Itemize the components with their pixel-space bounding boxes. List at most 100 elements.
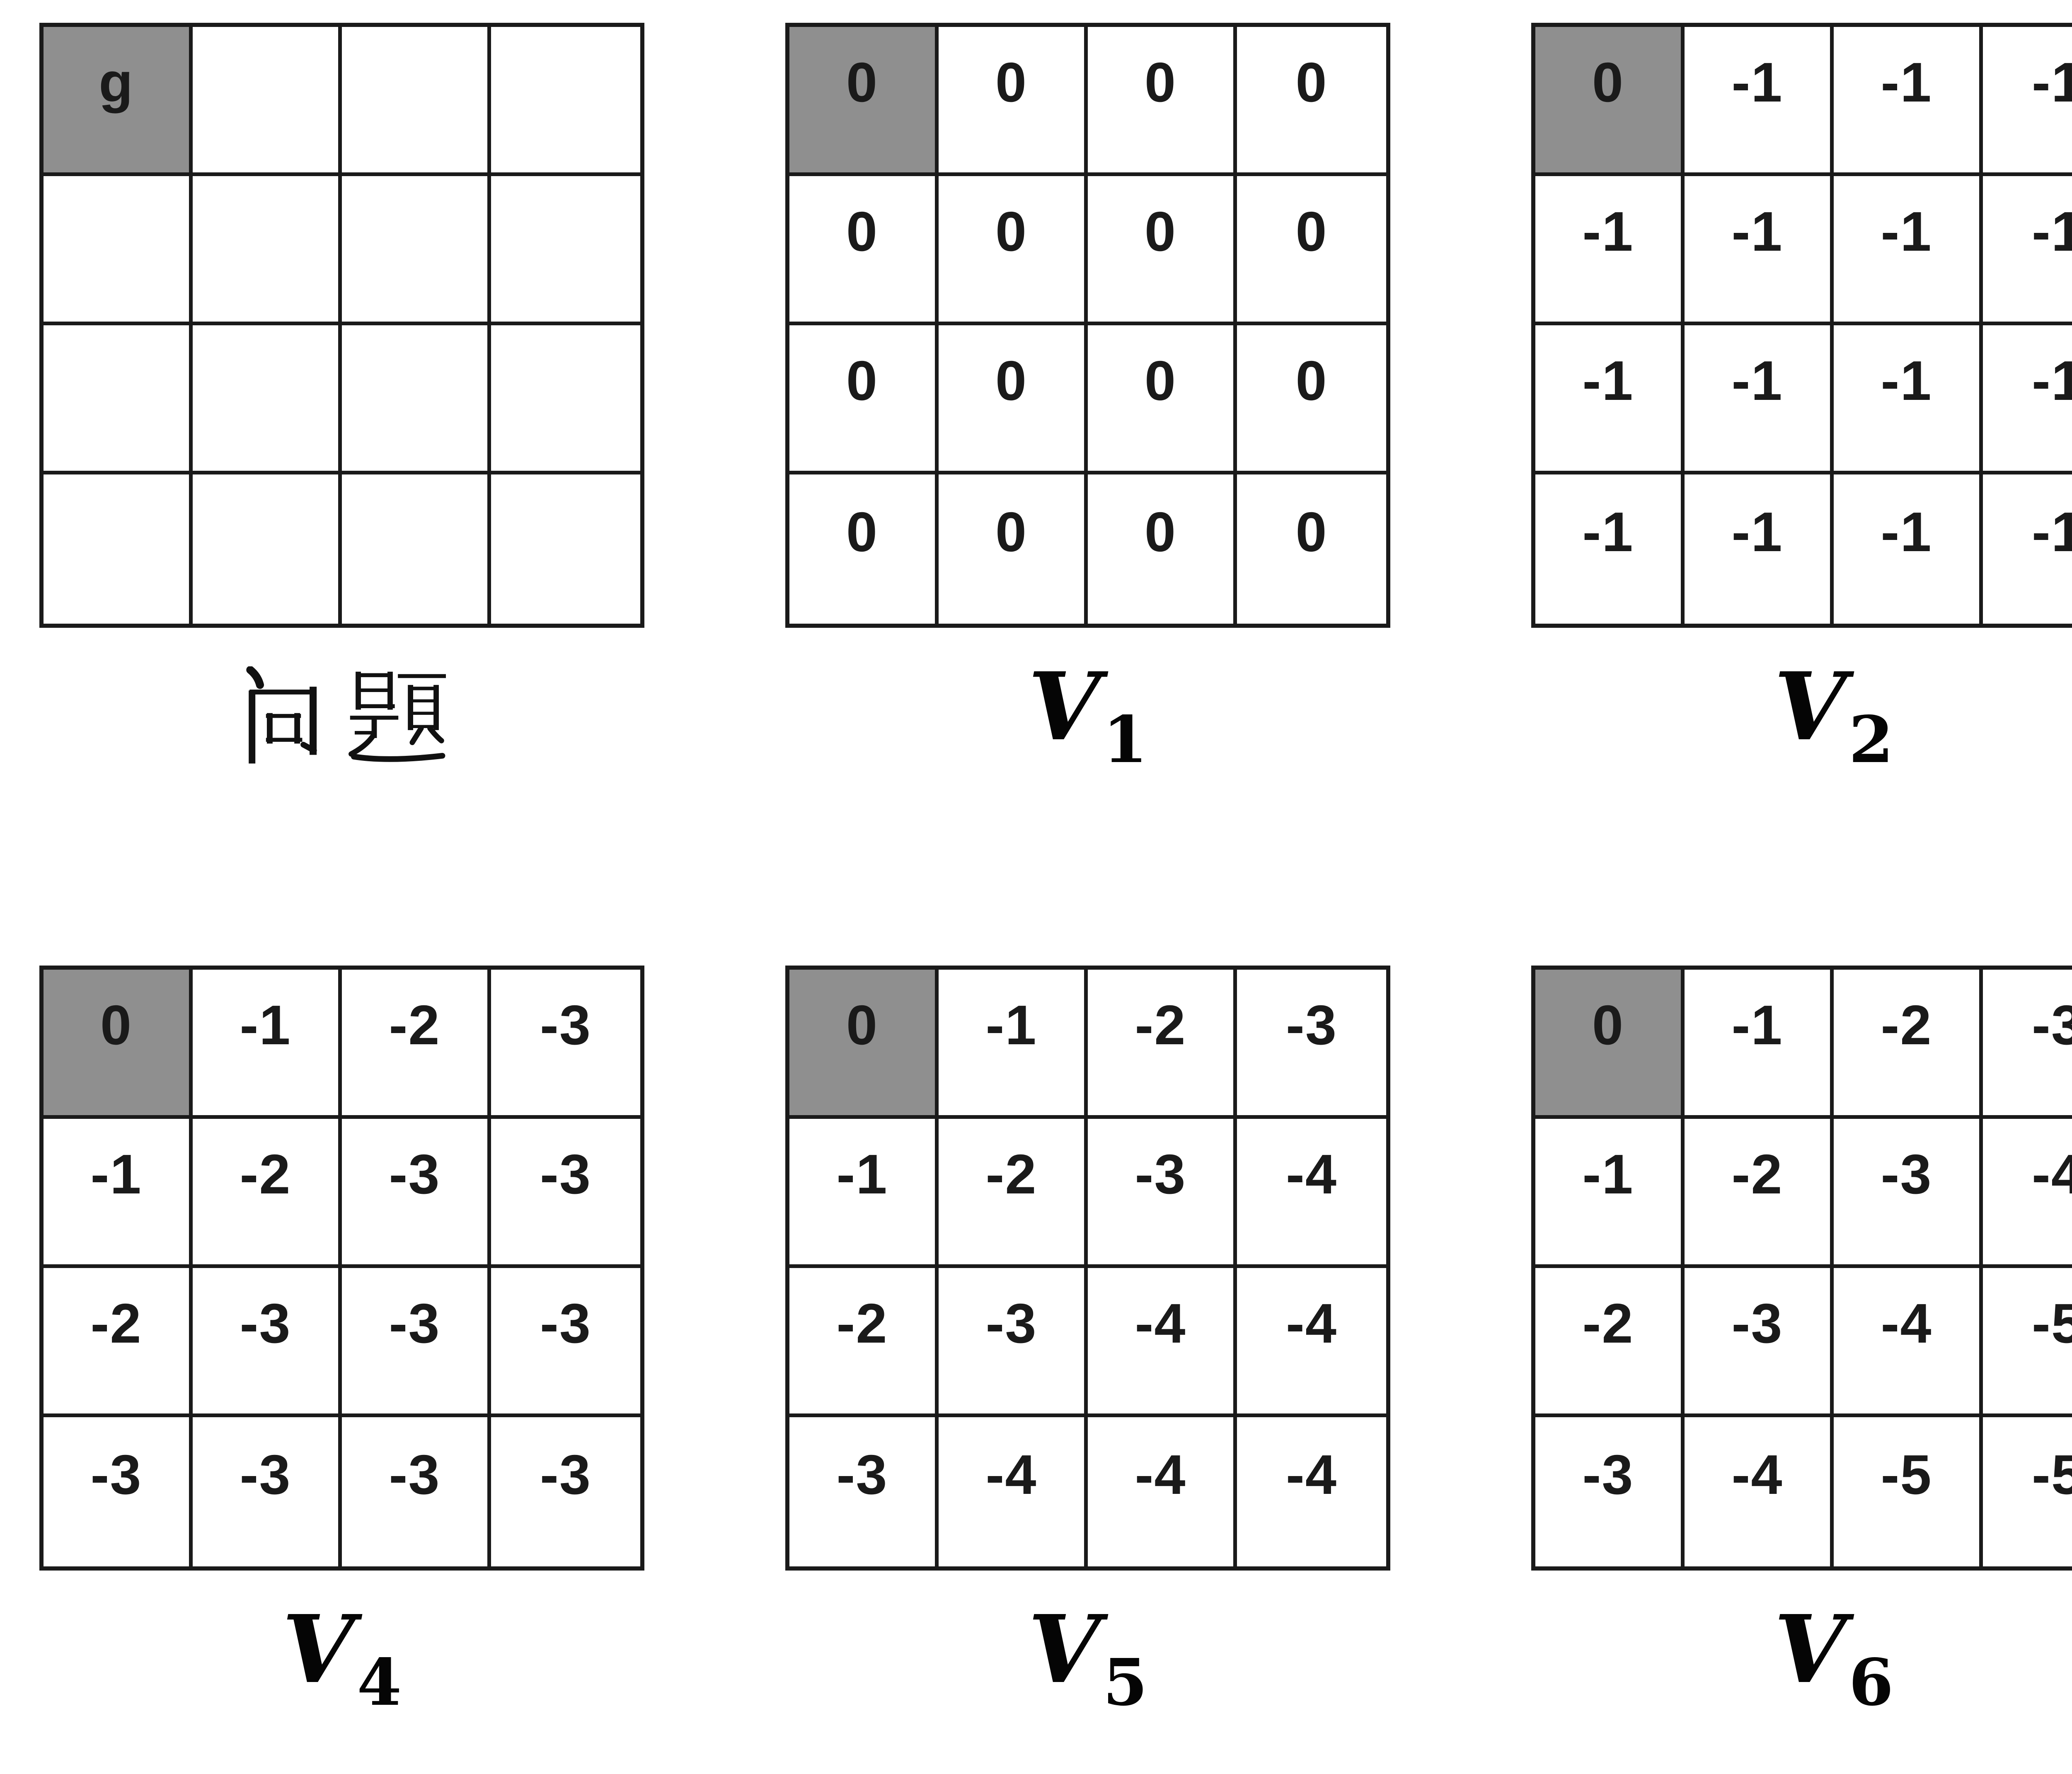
- goal-cell: 0: [1535, 27, 1685, 176]
- grid-cell: -2: [1088, 970, 1237, 1119]
- grid-block: g: [39, 23, 644, 777]
- value-symbol: V: [1774, 652, 1847, 762]
- gridworld: 0-1-2-3-1-2-3-4-2-3-4-4-3-4-4-4: [785, 966, 1390, 1571]
- gridworld: 0-1-2-3-1-2-3-4-2-3-4-5-3-4-5-5: [1531, 966, 2072, 1571]
- grid-cell: 0: [939, 325, 1088, 474]
- grid-cell: -3: [789, 1417, 939, 1566]
- grid-cell: 0: [1237, 27, 1386, 176]
- grid-cell: [44, 474, 193, 624]
- grid-cell: 0: [1088, 325, 1237, 474]
- grid-cell: -3: [1983, 970, 2072, 1119]
- grid-cell: -5: [1983, 1268, 2072, 1417]
- grid-cell: -4: [1983, 1119, 2072, 1268]
- grid-cell: -3: [1088, 1119, 1237, 1268]
- grid-cell: -1: [1983, 27, 2072, 176]
- grid-cell: -1: [1983, 176, 2072, 325]
- grid-cell: -2: [789, 1268, 939, 1417]
- grid-cell: [491, 325, 640, 474]
- grid-label: V5: [1028, 1595, 1147, 1720]
- grid-label-math: V5: [1028, 1595, 1147, 1720]
- grid-cell: [44, 176, 193, 325]
- grid-cell: -1: [1685, 27, 1834, 176]
- grid-label: [238, 653, 446, 777]
- grid-cell: -1: [939, 970, 1088, 1119]
- grid-cell: -3: [939, 1268, 1088, 1417]
- value-symbol: V: [282, 1595, 355, 1704]
- grid-cell: -1: [1834, 474, 1983, 624]
- grid-label-math: V6: [1774, 1595, 1893, 1720]
- grid-cell: [491, 27, 640, 176]
- value-symbol: V: [1774, 1595, 1847, 1704]
- grid-cell: [491, 176, 640, 325]
- grid-cell: 0: [1088, 176, 1237, 325]
- grid-cell: -2: [1685, 1119, 1834, 1268]
- grid-cell: -2: [1834, 970, 1983, 1119]
- grid-cell: [491, 474, 640, 624]
- grid-cell: -2: [939, 1119, 1088, 1268]
- grid-cell: -1: [1535, 176, 1685, 325]
- grid-cell: -3: [193, 1268, 342, 1417]
- grid-cell: -2: [1535, 1268, 1685, 1417]
- grid-cell: [342, 474, 491, 624]
- grid-cell: 0: [789, 474, 939, 624]
- grid-cell: -1: [1983, 474, 2072, 624]
- grid-cell: 0: [1237, 176, 1386, 325]
- grid-cell: 0: [939, 176, 1088, 325]
- grid-cell: -1: [1834, 176, 1983, 325]
- grid-cell: 0: [939, 474, 1088, 624]
- goal-cell: 0: [789, 970, 939, 1119]
- grid-cell: -3: [342, 1268, 491, 1417]
- grid-row-bottom: 0-1-2-3-1-2-3-3-2-3-3-3-3-3-3-3 V4: [39, 966, 2072, 1720]
- grid-cell: -3: [1535, 1417, 1685, 1566]
- grid-cell: -1: [1834, 27, 1983, 176]
- grid-cell: -5: [1834, 1417, 1983, 1566]
- value-subscript: 2: [1849, 702, 1894, 777]
- grid-cell: -2: [342, 970, 491, 1119]
- grid-label: V6: [1774, 1595, 1893, 1720]
- value-symbol: V: [1028, 652, 1101, 762]
- grid-cell: -5: [1983, 1417, 2072, 1566]
- grid-cell: -3: [44, 1417, 193, 1566]
- grid-row-top: g: [39, 23, 2072, 777]
- value-subscript: 5: [1103, 1644, 1148, 1720]
- grid-cell: -3: [491, 1119, 640, 1268]
- grid-cell: -4: [1834, 1268, 1983, 1417]
- grid-cell: -4: [1237, 1268, 1386, 1417]
- gridworld: g: [39, 23, 644, 628]
- grid-label: V1: [1028, 652, 1147, 777]
- grid-cell: [342, 176, 491, 325]
- goal-cell: 0: [1535, 970, 1685, 1119]
- goal-cell: 0: [44, 970, 193, 1119]
- grid-cell: -4: [1237, 1119, 1386, 1268]
- grid-cell: -1: [1983, 325, 2072, 474]
- grid-cell: -4: [939, 1417, 1088, 1566]
- goal-cell: g: [44, 27, 193, 176]
- grid-cell: [193, 176, 342, 325]
- grid-label-math: V2: [1774, 652, 1893, 777]
- grid-cell: -3: [491, 970, 640, 1119]
- grid-block: 0-1-2-3-1-2-3-4-2-3-4-5-3-4-5-5 V6: [1531, 966, 2072, 1720]
- grid-cell: [342, 27, 491, 176]
- grid-cell: -3: [491, 1268, 640, 1417]
- value-subscript: 4: [357, 1644, 402, 1720]
- grid-cell: [193, 325, 342, 474]
- grid-label-math: V4: [282, 1595, 402, 1720]
- value-iteration-figure: g: [39, 23, 2072, 1720]
- grid-label: V4: [282, 1595, 402, 1720]
- grid-cell: -4: [1088, 1268, 1237, 1417]
- grid-cell: -1: [1685, 176, 1834, 325]
- grid-cell: 0: [939, 27, 1088, 176]
- grid-cell: -1: [1685, 970, 1834, 1119]
- value-symbol: V: [1028, 1595, 1101, 1704]
- grid-cell: -3: [342, 1417, 491, 1566]
- value-subscript: 6: [1849, 1644, 1894, 1720]
- grid-cell: 0: [789, 176, 939, 325]
- grid-cell: -3: [1237, 970, 1386, 1119]
- grid-cell: -1: [1535, 474, 1685, 624]
- grid-cell: -3: [491, 1417, 640, 1566]
- grid-block: 0-1-1-1-1-1-1-1-1-1-1-1-1-1-1-1 V2: [1531, 23, 2072, 777]
- grid-cell: -4: [1237, 1417, 1386, 1566]
- grid-cell: -1: [789, 1119, 939, 1268]
